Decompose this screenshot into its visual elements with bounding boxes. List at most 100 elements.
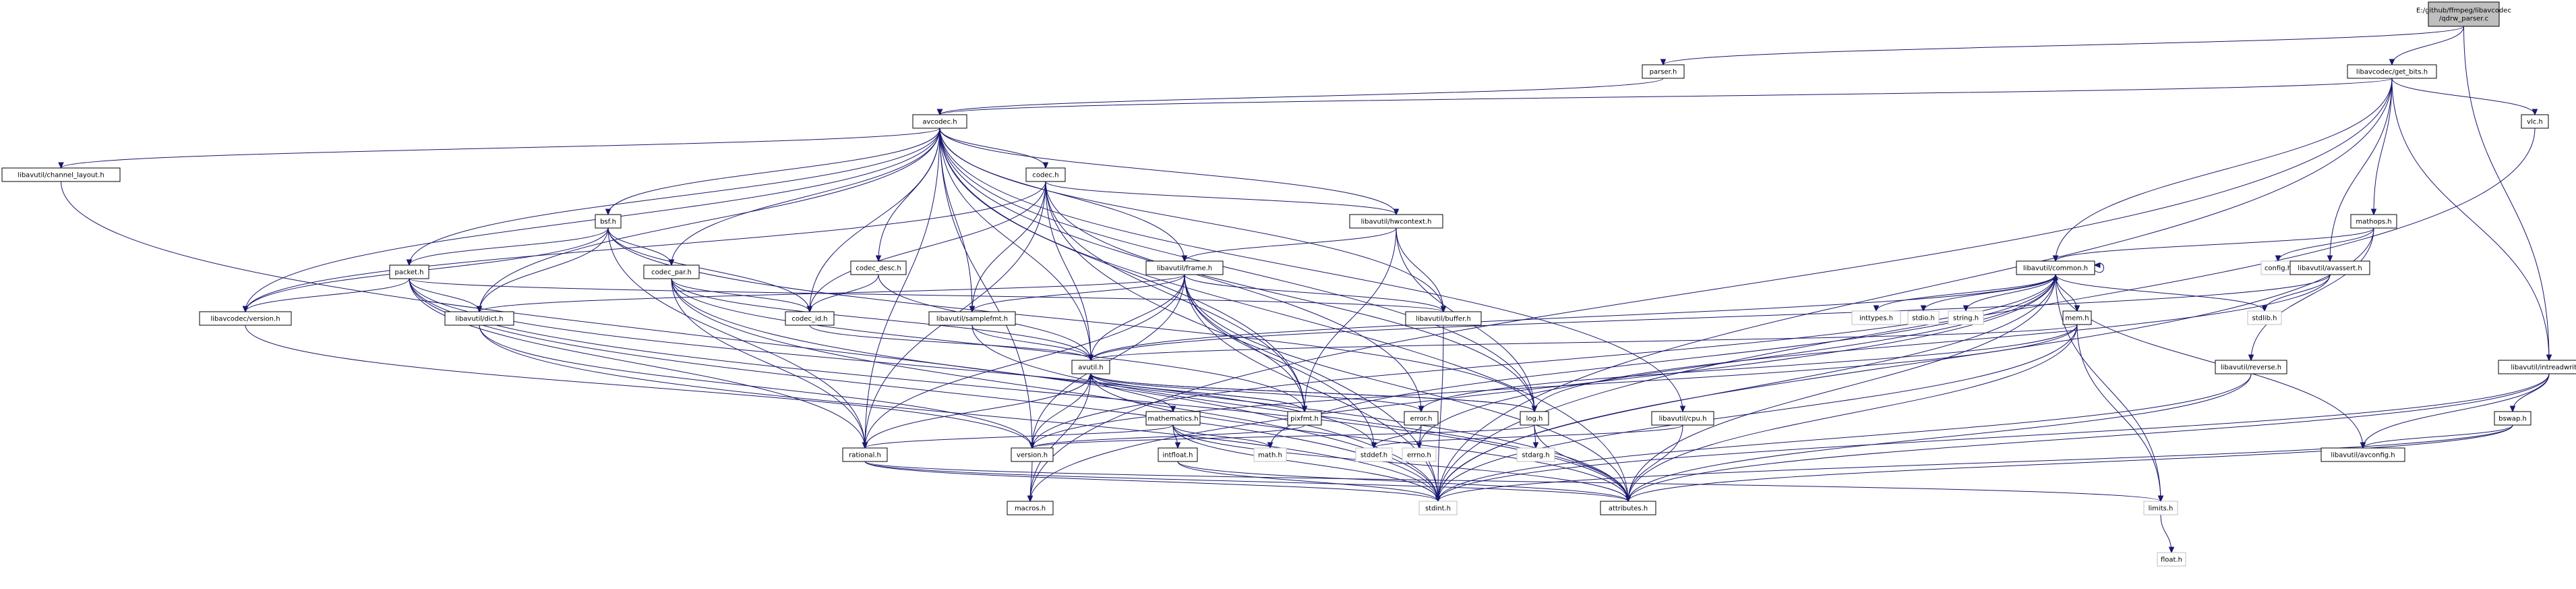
node-label: E:/github/ffmpeg/libavcodec — [2416, 7, 2511, 15]
edge-avcodec-to-pixfmt — [939, 128, 1308, 413]
node-codecpar[interactable]: codec_par.h — [643, 264, 700, 279]
node-box — [1145, 411, 1201, 426]
node-label: mem.h — [2065, 315, 2089, 322]
node-intfloat[interactable]: intfloat.h — [1158, 447, 1198, 462]
node-codecid[interactable]: codec_id.h — [785, 311, 835, 326]
node-box — [2498, 360, 2576, 374]
node-label: attributes.h — [1609, 505, 1648, 513]
edge-chlayout-to-stdint — [61, 181, 1441, 503]
node-limits: limits.h — [2143, 501, 2178, 515]
node-mathematics[interactable]: mathematics.h — [1145, 411, 1201, 426]
edge-codec-to-avcversion — [242, 181, 1046, 313]
node-chlayout[interactable]: libavutil/channel_layout.h — [1, 167, 121, 182]
node-box — [1355, 447, 1393, 462]
node-stddef: stddef.h — [1355, 447, 1393, 462]
node-pixfmt[interactable]: pixfmt.h — [1287, 411, 1322, 426]
node-box — [1253, 447, 1287, 462]
node-label: inttypes.h — [1859, 315, 1893, 322]
edge-mathops-to-common — [2052, 227, 2374, 262]
node-label: intfloat.h — [1162, 452, 1193, 459]
node-mem[interactable]: mem.h — [2062, 310, 2092, 325]
node-bswap[interactable]: bswap.h — [2494, 411, 2532, 426]
node-errorh[interactable]: error.h — [1404, 411, 1439, 426]
node-version[interactable]: version.h — [1011, 447, 1054, 462]
node-label: libavutil/common.h — [2023, 265, 2088, 273]
node-codecdesc[interactable]: codec_desc.h — [850, 260, 907, 275]
edge-codec-to-codecid — [806, 181, 1046, 313]
node-reverse[interactable]: libavutil/reverse.h — [2215, 360, 2287, 374]
edge-hwcontext-to-pixfmt — [1301, 227, 1397, 413]
node-mathops[interactable]: mathops.h — [2350, 214, 2397, 229]
node-label: libavutil/cpu.h — [1659, 416, 1707, 423]
edge-common-to-inttypes — [1873, 274, 2056, 312]
node-avutil[interactable]: avutil.h — [1071, 360, 1110, 374]
edge-intfloat-to-attributes — [1177, 461, 1631, 503]
edge-avutil-to-common — [1090, 273, 2059, 361]
node-intreadwrite[interactable]: libavutil/intreadwrite.h — [2498, 360, 2576, 374]
edge-bsf-to-log — [607, 227, 1538, 413]
node-rational[interactable]: rational.h — [842, 447, 888, 462]
edge-log-to-version — [1029, 424, 1535, 449]
edge-avutil-to-errorh — [1090, 373, 1425, 413]
node-box — [2143, 501, 2178, 515]
node-vlc[interactable]: vlc.h — [2521, 114, 2549, 129]
node-avassert[interactable]: libavutil/avassert.h — [2289, 260, 2370, 275]
node-box — [842, 447, 888, 462]
edge-avcodec-to-version — [939, 128, 1036, 449]
node-cpu[interactable]: libavutil/cpu.h — [1651, 411, 1714, 426]
node-codec[interactable]: codec.h — [1025, 167, 1066, 182]
edge-version-to-macros — [1027, 461, 1034, 503]
node-label: math.h — [1258, 452, 1282, 459]
node-getbits[interactable]: libavcodec/get_bits.h — [2347, 64, 2437, 79]
node-label: libavcodec/version.h — [210, 316, 280, 323]
edge-frame-to-rational — [862, 274, 1185, 449]
node-box — [2350, 214, 2397, 229]
node-avcodec[interactable]: avcodec.h — [912, 114, 967, 129]
node-label: macros.h — [1015, 505, 1046, 513]
node-label: packet.h — [395, 269, 424, 277]
edge-bsf-to-packet — [406, 227, 609, 267]
node-box — [2428, 1, 2500, 27]
node-box — [199, 311, 292, 326]
node-label: libavutil/avconfig.h — [2331, 452, 2395, 459]
edge-root-to-getbits — [2389, 26, 2464, 66]
node-samplefmt[interactable]: libavutil/samplefmt.h — [928, 311, 1016, 326]
node-bsf[interactable]: bsf.h — [595, 214, 622, 229]
edge-limits-to-float — [2160, 514, 2175, 554]
edge-common-to-stdio — [1920, 274, 2056, 312]
edge-mathops-to-config — [2275, 227, 2374, 262]
edge-rational-to-stdint — [864, 461, 1441, 503]
edge-rational-to-limits — [864, 461, 2164, 503]
node-box — [1, 167, 121, 182]
edge-frame-to-stdint — [1184, 274, 1441, 503]
node-common[interactable]: libavutil/common.h — [2016, 260, 2095, 275]
node-box — [1011, 447, 1054, 462]
edge-errorh-to-stddef — [1371, 424, 1422, 449]
node-avcversion[interactable]: libavcodec/version.h — [199, 311, 292, 326]
node-buffer[interactable]: libavutil/buffer.h — [1405, 311, 1482, 326]
node-hwcontext[interactable]: libavutil/hwcontext.h — [1349, 214, 1443, 229]
node-box — [1907, 310, 1940, 325]
node-attributes[interactable]: attributes.h — [1600, 501, 1656, 515]
node-packet[interactable]: packet.h — [389, 264, 429, 279]
edge-getbits-to-vlc — [2391, 78, 2538, 116]
node-dict[interactable]: libavutil/dict.h — [444, 311, 514, 326]
edge-common-to-common — [2093, 262, 2104, 273]
node-box — [2215, 360, 2287, 374]
node-box — [1071, 360, 1110, 374]
node-parser[interactable]: parser.h — [1642, 64, 1685, 79]
node-label: codec_id.h — [791, 316, 827, 323]
node-box — [1025, 167, 1066, 182]
edge-bswap-to-avconfig — [2360, 424, 2513, 449]
node-macros[interactable]: macros.h — [1007, 501, 1054, 515]
node-avconfig[interactable]: libavutil/avconfig.h — [2320, 447, 2405, 462]
node-log[interactable]: log.h — [1520, 411, 1549, 426]
edge-hwcontext-to-buffer — [1396, 227, 1447, 313]
edge-codecid-to-avutil — [809, 325, 1094, 362]
node-label: mathematics.h — [1147, 416, 1198, 423]
node-root: E:/github/ffmpeg/libavcodec/qdrw_parser.… — [2416, 1, 2511, 27]
node-box — [2016, 260, 2095, 275]
node-frame[interactable]: libavutil/frame.h — [1145, 260, 1224, 275]
edge-getbits-to-avassert — [2327, 78, 2393, 262]
node-label: libavutil/samplefmt.h — [936, 316, 1008, 323]
